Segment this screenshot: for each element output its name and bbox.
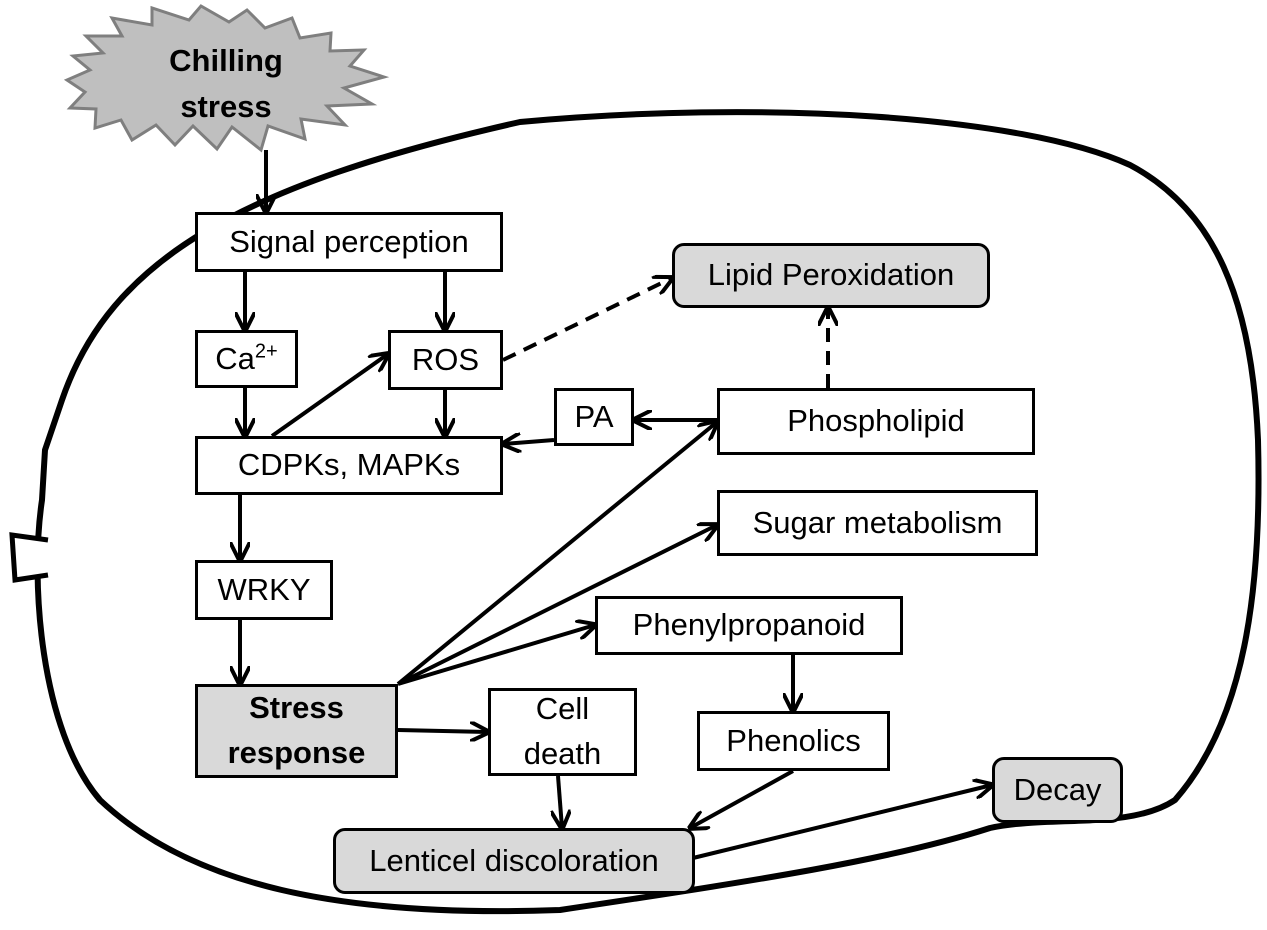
node-lipid-peroxidation: Lipid Peroxidation — [672, 243, 990, 308]
chilling-stress-line2: stress — [180, 89, 272, 124]
chilling-stress-line1: Chilling — [169, 43, 283, 78]
arrow-stress-to-celldeath — [397, 730, 488, 732]
arrow-stress-to-phenylpropanoid — [397, 625, 595, 686]
node-cell-death-line2: death — [523, 736, 602, 771]
arrow-stress-to-sugar — [397, 525, 717, 686]
node-signal-perception: Signal perception — [195, 212, 503, 272]
node-cdpks-mapks: CDPKs, MAPKs — [195, 436, 503, 495]
arrow-stress-to-phospholipid — [396, 422, 717, 686]
node-wrky: WRKY — [195, 560, 333, 620]
node-stress-response-line2: response — [227, 735, 366, 770]
node-stress-response-line1: Stress — [249, 690, 344, 726]
connectors — [240, 150, 992, 860]
node-phospholipid: Phospholipid — [717, 388, 1035, 455]
node-ros: ROS — [388, 330, 503, 390]
chilling-stress-starburst — [63, 4, 390, 153]
node-ca: Ca2+ — [195, 330, 298, 388]
node-phenylpropanoid: Phenylpropanoid — [595, 596, 903, 655]
node-stress-response: Stress response — [195, 684, 398, 778]
node-sugar-metabolism: Sugar metabolism — [717, 490, 1038, 556]
node-cell-death-line1: Cell — [535, 691, 590, 727]
node-decay: Decay — [992, 757, 1123, 823]
node-lenticel-discoloration: Lenticel discoloration — [333, 828, 695, 894]
fruit-outline — [34, 109, 1262, 915]
arrow-celldeath-to-lenticel — [558, 775, 562, 828]
arrow-lenticel-to-decay — [692, 785, 992, 860]
arrow-phenolics-to-lenticel — [690, 769, 794, 828]
arrow-cdpks-to-ros — [270, 354, 388, 438]
chilling-stress-label: Chilling stress — [150, 38, 302, 130]
node-phenolics: Phenolics — [697, 711, 890, 771]
node-ca-superscript: 2+ — [254, 340, 278, 363]
node-cell-death: Cell death — [488, 688, 637, 776]
node-pa: PA — [554, 388, 634, 446]
arrow-ros-to-lipid — [502, 278, 672, 362]
node-ca-label: Ca — [215, 340, 255, 376]
fruit-stem — [9, 532, 49, 583]
arrow-pa-to-cdpks — [503, 440, 555, 444]
